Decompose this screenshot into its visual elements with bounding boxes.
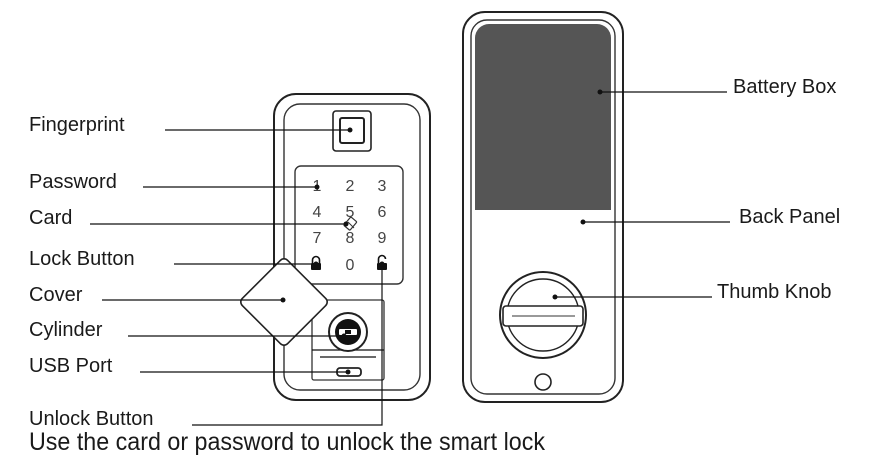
label-battery-box: Battery Box (733, 76, 836, 98)
label-password: Password (29, 171, 117, 193)
label-cylinder: Cylinder (29, 319, 103, 341)
key-2[interactable]: 2 (346, 178, 355, 195)
key-9[interactable]: 9 (378, 230, 387, 247)
lower-housing (311, 299, 385, 381)
back-lock (462, 11, 624, 403)
label-back-panel: Back Panel (739, 206, 840, 228)
front-inner-rim (283, 103, 421, 391)
caption: Use the card or password to unlock the s… (29, 428, 545, 456)
label-cover: Cover (29, 284, 83, 306)
key-8[interactable]: 8 (346, 230, 355, 247)
key-4[interactable]: 4 (313, 204, 322, 221)
back-panel-hole (534, 373, 552, 391)
label-lock-button: Lock Button (29, 248, 135, 270)
key-5[interactable]: 5 (346, 204, 355, 221)
label-unlock-button: Unlock Button (29, 408, 154, 430)
label-fingerprint: Fingerprint (29, 114, 125, 136)
back-inner-rim (470, 19, 616, 395)
key-0[interactable]: 0 (346, 257, 355, 274)
battery-box (475, 24, 611, 210)
card-icon (343, 216, 358, 231)
key-7[interactable]: 7 (313, 230, 322, 247)
label-card: Card (29, 207, 72, 229)
key-3[interactable]: 3 (378, 178, 387, 195)
key-6[interactable]: 6 (378, 204, 387, 221)
label-thumb-knob: Thumb Knob (717, 281, 832, 303)
front-lock: 1 2 3 4 5 6 7 8 9 0 (240, 93, 431, 401)
leader-lines (90, 89, 730, 426)
label-usb-port: USB Port (29, 355, 113, 377)
